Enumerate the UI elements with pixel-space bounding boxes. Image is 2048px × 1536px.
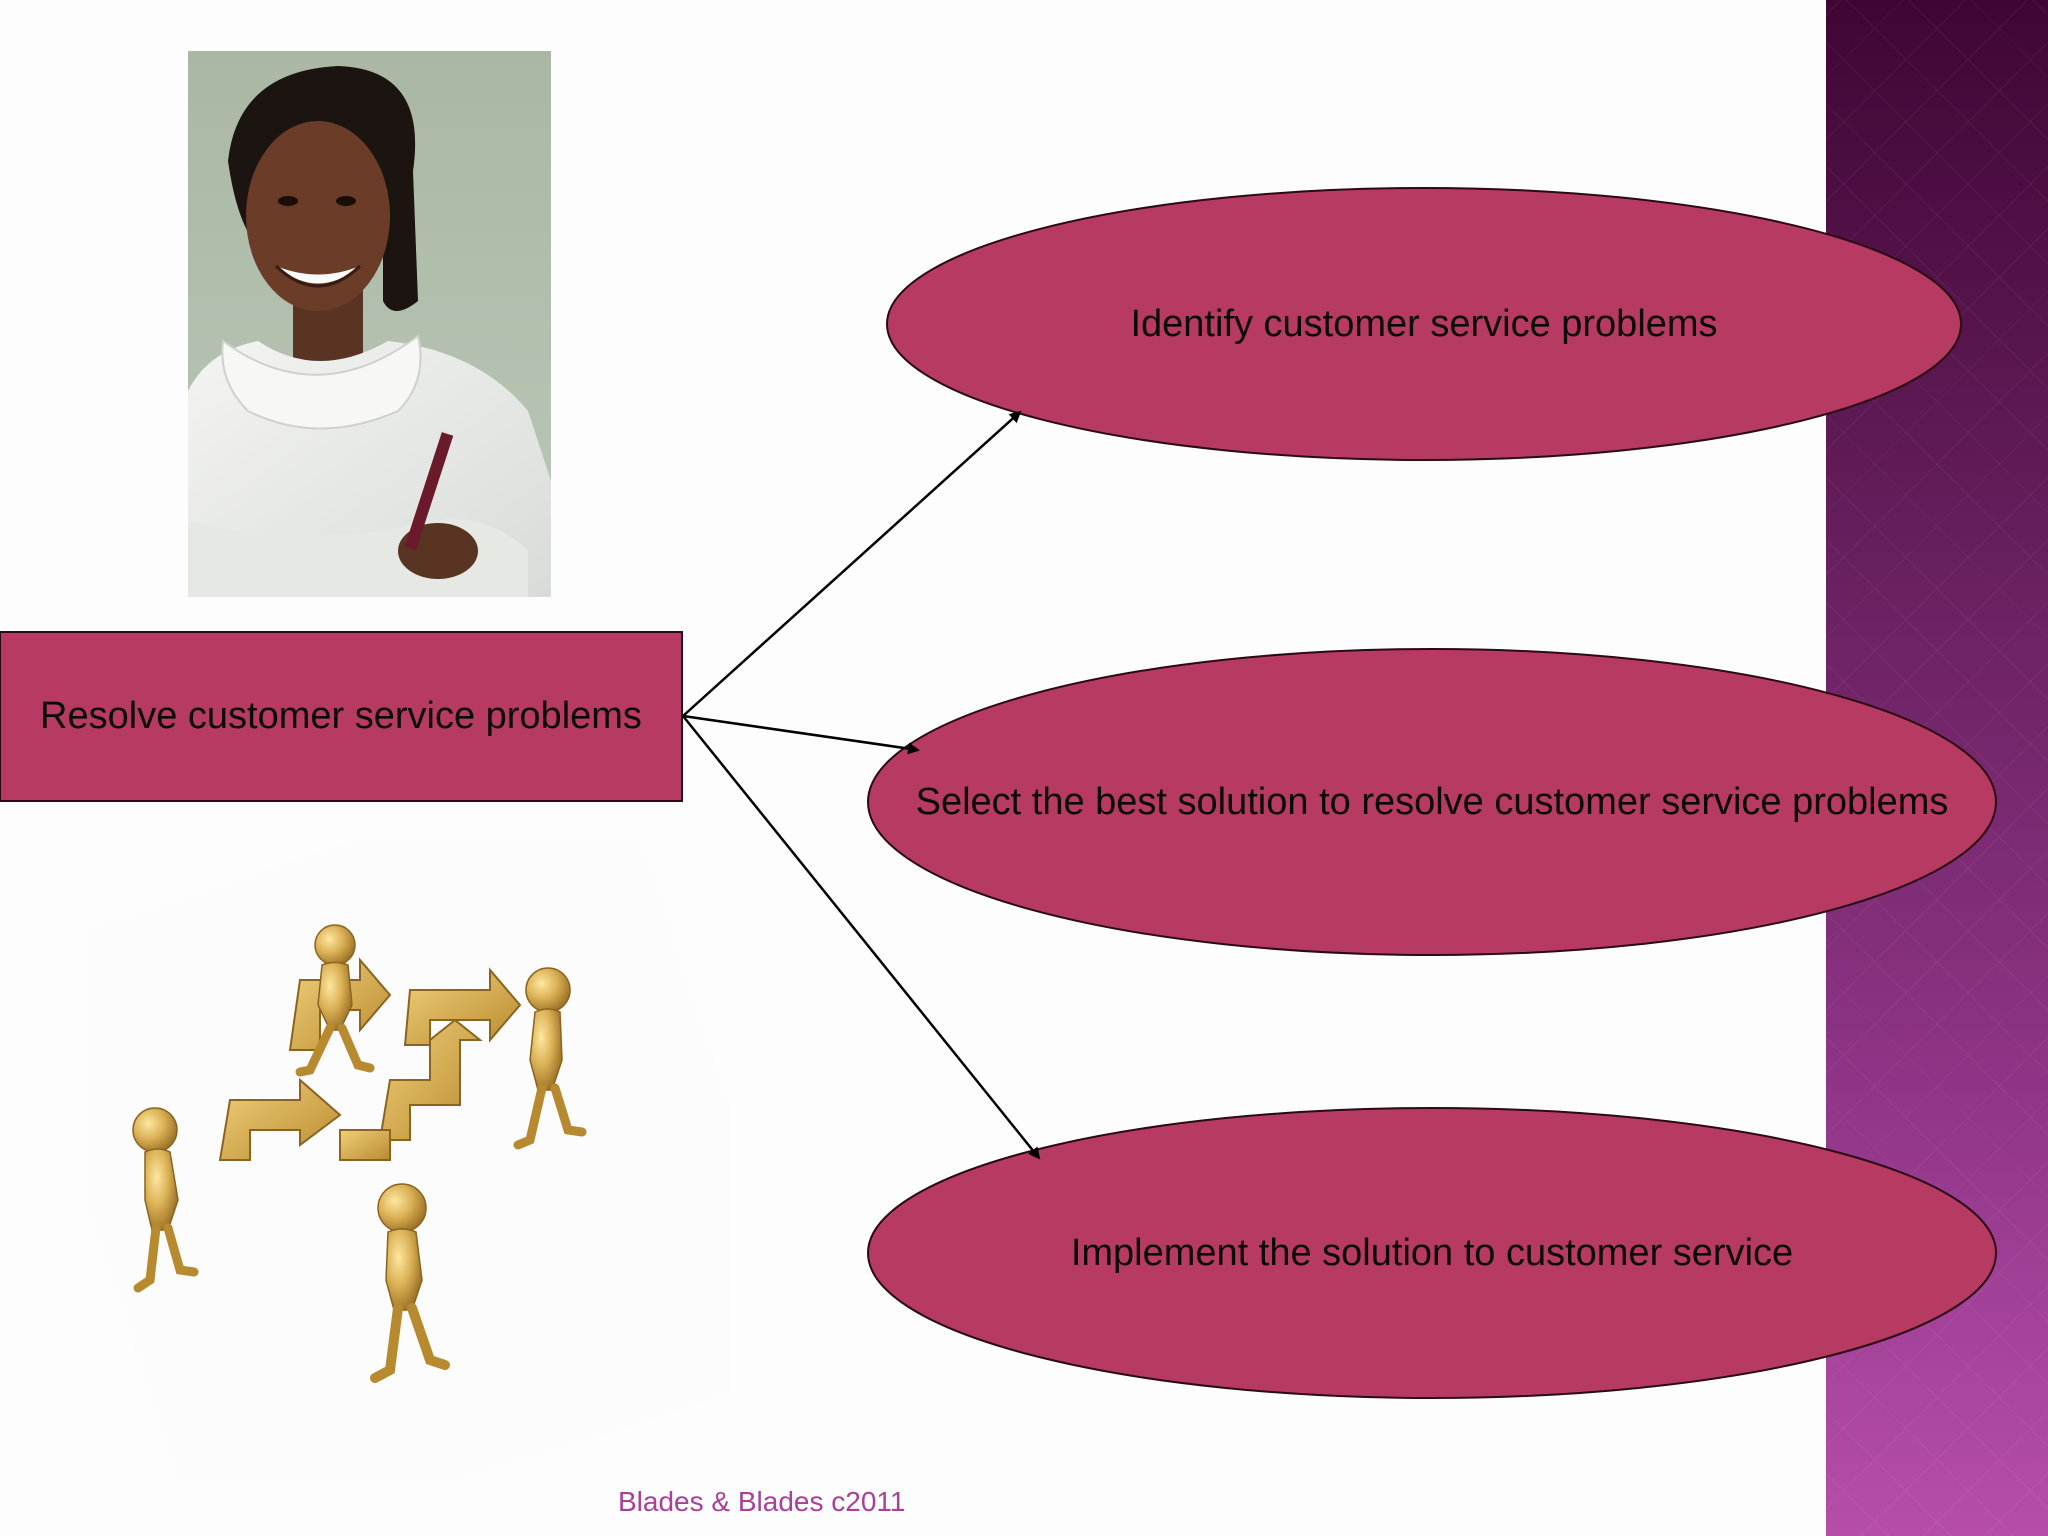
child-node-3-shape: [867, 1107, 1997, 1399]
arrow-to-select: [682, 714, 920, 755]
child-node-3-label: Implement the solution to customer servi…: [1070, 1231, 1794, 1274]
child-node-1-label: Identify customer service problems: [1130, 302, 1718, 345]
child-node-2-shape: [867, 648, 1997, 956]
root-node-box: [0, 631, 683, 802]
copyright-footer: Blades & Blades c2011: [618, 1486, 906, 1517]
arrow-to-identify: [682, 410, 1022, 717]
child-node-2-label: Select the best solution to resolve cust…: [915, 780, 1949, 823]
golden-figures-clipart: [6, 756, 814, 1536]
arrow-to-implement: [682, 715, 1041, 1160]
child-node-1-shape: [886, 187, 1962, 461]
woman-photo: [188, 51, 551, 597]
root-node-label: Resolve customer service problems: [40, 695, 642, 737]
